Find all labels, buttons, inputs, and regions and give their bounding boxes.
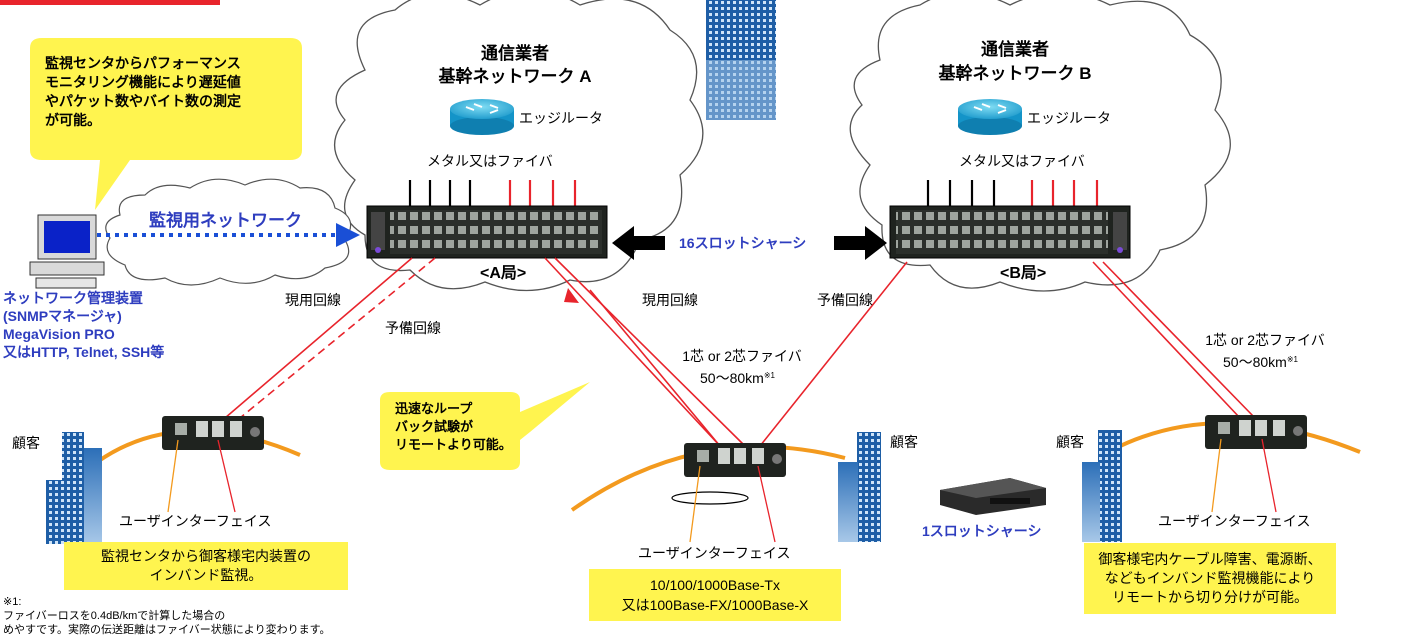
fiber-mark-center: ※1 [763,371,775,380]
active-line-label-center: 現用回線 [642,292,698,308]
callout-loopback-line: リモートより可能。 [395,437,512,452]
callout-performance-text: 監視センタからパフォーマンス モニタリング機能により遅延値 やパケット数やバイト… [45,54,241,130]
management-pc-icon [29,214,105,289]
note-ports-line: 10/100/1000Base-Tx [650,577,780,593]
footnote-mark: ※1: [3,596,22,608]
note-ports-line: 又は100Base-FX/1000Base-X [621,597,809,613]
chassis-b-icon [889,205,1131,259]
edge-router-a-icon [450,99,514,135]
user-interface-label-center: ユーザインターフェイス [638,545,791,561]
callout-loopback-line: 迅速なループ [395,401,473,416]
manager-line4: 又はHTTP, Telnet, SSH等 [3,344,165,360]
device-leader-lines [167,438,1277,543]
footnote-line1: ファイバーロスを0.4dB/kmで計算した場合の [3,610,226,622]
manager-line3: MegaVision PRO [3,326,115,342]
user-device-right-icon [1205,415,1307,449]
uplink-lines-a [408,180,577,206]
header-bar-fragment [0,0,220,5]
fiber-distance-label-center: 50～80km※1 [700,368,775,386]
edge-router-a-label: エッジルータ [519,110,603,126]
customer-building-right-icon [1082,430,1122,542]
callout-performance-line: モニタリング機能により遅延値 [45,74,241,90]
user-interface-label-right: ユーザインターフェイス [1158,513,1311,529]
user-device-left-icon [162,416,264,450]
station-a-label: <A局> [480,265,527,282]
one-slot-chassis-icon [940,478,1046,515]
note-ports: 10/100/1000Base-Tx 又は100Base-FX/1000Base… [589,569,841,621]
user-device-center-icon [684,443,786,477]
fiber-lines [224,257,1256,447]
note-isolation-line: などもインバンド監視機能により [1104,570,1316,586]
fiber-cores-label-right: 1芯 or 2芯ファイバ [1205,332,1325,348]
cloud-a-title-line1: 通信業者 [481,44,549,63]
chassis-a-icon [366,205,608,259]
customer-label-center: 顧客 [890,434,918,450]
fiber-mark-right: ※1 [1286,355,1298,364]
user-interface-label-left: ユーザインターフェイス [119,513,272,529]
fiber-cores-label-center: 1芯 or 2芯ファイバ [682,348,802,364]
footnote-line2: めやすです。実際の伝送距離はファイバー状態により変わります。 [3,624,331,636]
fiber-distance-label-right: 50～80km※1 [1223,352,1298,370]
cloud-a-title-line2: 基幹ネットワーク A [438,67,592,86]
monitoring-link [97,223,360,247]
cloud-b-title-line2: 基幹ネットワーク B [938,64,1092,83]
edge-router-b-label: エッジルータ [1027,110,1111,126]
note-isolation-line: リモートから切り分けが可能。 [1112,589,1308,605]
note-inband-line: インバンド監視。 [149,567,263,583]
fiber-distance-center: 50～80km [700,370,764,386]
fiber-distance-right: 50～80km [1223,354,1287,370]
callout-performance-bubble [30,38,302,210]
callout-loopback-text: 迅速なループ バック試験が リモートより可能。 [395,400,512,454]
station-b-label: <B局> [1000,265,1047,282]
monitoring-network-cloud [105,178,352,286]
note-isolation: 御客様宅内ケーブル障害、電源断、 などもインバンド監視機能により リモートから切… [1084,543,1336,614]
standby-line-label-left: 予備回線 [385,320,441,336]
one-slot-chassis-label: 1スロットシャーシ [922,523,1042,539]
customer-building-center-icon [838,432,881,542]
metal-fiber-a-label: メタル又はファイバ [427,153,553,169]
customer-label-left: 顧客 [12,435,40,451]
central-building-icon [706,0,776,120]
note-inband-line: 監視センタから御客様宅内装置の [101,548,311,564]
monitoring-network-label: 監視用ネットワーク [149,211,302,230]
note-isolation-line: 御客様宅内ケーブル障害、電源断、 [1098,551,1322,567]
note-inband: 監視センタから御客様宅内装置の インバンド監視。 [64,542,348,590]
callout-performance-line: 監視センタからパフォーマンス [45,55,241,71]
customer-label-right: 顧客 [1056,434,1084,450]
cloud-b-title-line1: 通信業者 [981,40,1049,59]
callout-loopback-line: バック試験が [395,419,474,434]
sixteen-slot-chassis-label: 16スロットシャーシ [679,235,807,251]
metal-fiber-b-label: メタル又はファイバ [959,153,1085,169]
chassis-link-arrows [612,226,887,260]
callout-loopback-bubble [380,382,590,470]
callout-performance-line: やパケット数やバイト数の測定 [45,93,241,109]
active-line-label-left: 現用回線 [285,292,341,308]
uplink-lines-b [926,180,1099,206]
manager-line1: ネットワーク管理装置 [3,290,143,306]
loop-ring [671,491,749,505]
edge-router-b-icon [958,99,1022,135]
standby-line-label-right: 予備回線 [817,292,873,308]
manager-line2: (SNMPマネージャ) [3,308,122,324]
customer-building-left-icon [46,432,102,544]
callout-performance-line: が可能。 [45,112,101,128]
